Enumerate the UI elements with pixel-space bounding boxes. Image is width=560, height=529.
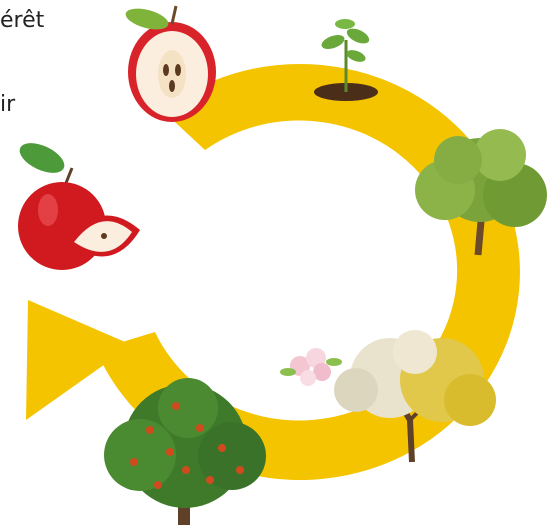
apple-blossom <box>280 348 342 386</box>
seedling <box>314 19 378 101</box>
whole-apple-with-slice <box>15 137 140 270</box>
apple-cut-half <box>123 5 216 122</box>
